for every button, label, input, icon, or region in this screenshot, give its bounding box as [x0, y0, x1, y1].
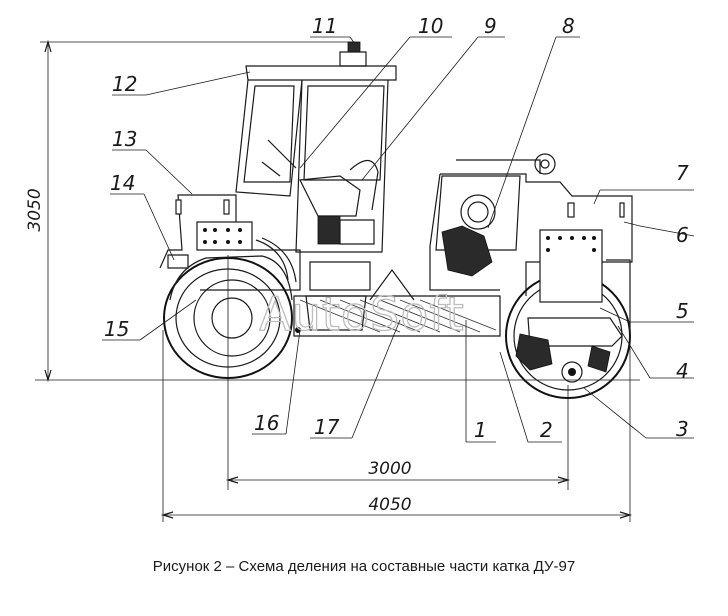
callout-15: 15	[104, 317, 129, 341]
rear-frame	[159, 194, 301, 291]
callout-16: 16	[254, 411, 279, 435]
callout-labels: 11 10 9 8 12 13 14 7 6 5 15 4 16 17 1 2 …	[104, 14, 689, 442]
rear-wheel	[163, 255, 293, 379]
callout-11: 11	[312, 14, 337, 38]
callout-12: 12	[112, 72, 137, 96]
watermark: AutoSoft	[259, 287, 465, 341]
callout-1: 1	[474, 418, 487, 442]
callout-9: 9	[484, 14, 497, 38]
callout-13: 13	[112, 127, 137, 151]
leader-lines	[102, 36, 695, 443]
dim-wheelbase-label: 3000	[368, 459, 411, 479]
callout-6: 6	[676, 223, 689, 247]
front-drum	[505, 229, 631, 399]
callout-14: 14	[110, 171, 135, 195]
callout-17: 17	[314, 415, 340, 439]
dim-height-label: 3050	[25, 188, 45, 231]
callout-5: 5	[676, 299, 689, 323]
figure-caption: Рисунок 2 – Схема деления на составные ч…	[152, 558, 576, 575]
callout-3: 3	[676, 417, 689, 441]
operator-cab	[235, 41, 397, 331]
articulation-frame	[293, 268, 501, 337]
callout-7: 7	[676, 161, 689, 185]
callout-10: 10	[418, 14, 443, 38]
callout-8: 8	[562, 14, 575, 38]
dim-length-label: 4050	[368, 495, 411, 515]
callout-2: 2	[540, 418, 553, 442]
callout-4: 4	[676, 359, 689, 383]
